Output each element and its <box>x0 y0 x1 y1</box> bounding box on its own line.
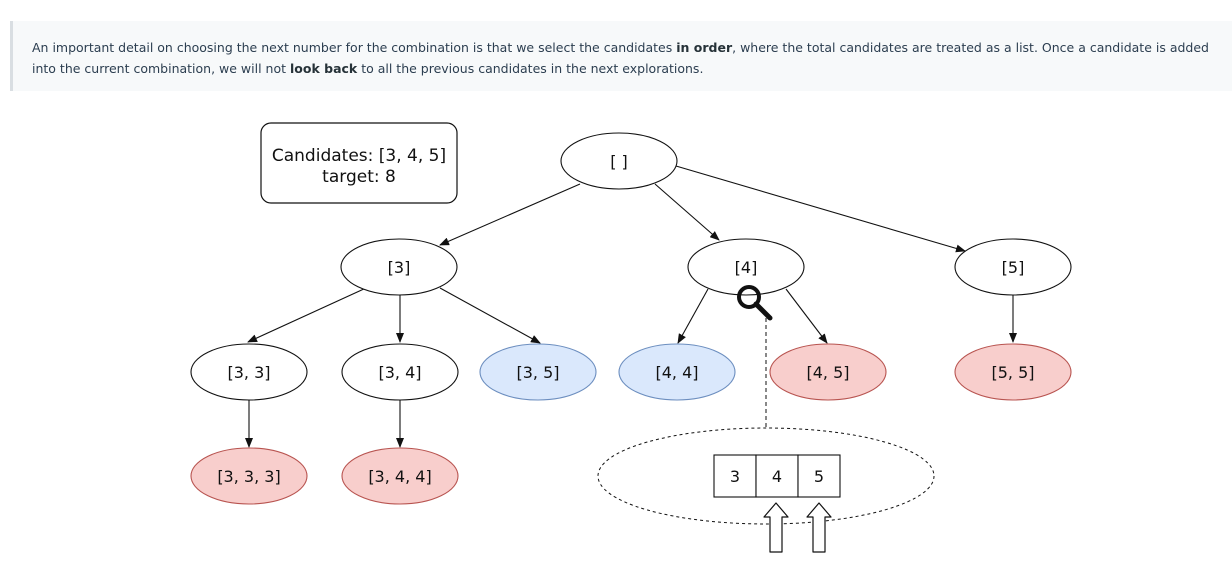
tree-node-3-3-3: [3, 3, 3] <box>190 447 308 505</box>
node-label: [3, 4, 4] <box>368 467 431 486</box>
tree-node-3: [3] <box>340 238 458 296</box>
node-label: [4, 5] <box>806 363 849 382</box>
edge-root-to-4 <box>654 183 720 241</box>
array-cell-value: 5 <box>814 467 824 486</box>
explanation-text-2: , where the total candidates are treated… <box>32 40 1209 76</box>
edge-4-to-44 <box>677 288 709 344</box>
candidate-list-array: 3 4 5 <box>713 454 841 498</box>
tree-node-3-5: [3, 5] <box>479 343 597 401</box>
array-cell-value: 4 <box>772 467 782 486</box>
magnifier-icon <box>737 285 773 321</box>
candidates-label: Candidates: [3, 4, 5] <box>272 146 446 166</box>
node-label: [3] <box>388 258 411 277</box>
node-label: [3, 3] <box>227 363 270 382</box>
edge-root-to-5 <box>675 165 966 253</box>
tree-node-3-4-4: [3, 4, 4] <box>341 447 459 505</box>
array-cell-value: 3 <box>730 467 740 486</box>
edge-4-to-45 <box>785 288 828 344</box>
node-label: [4] <box>735 258 758 277</box>
node-label: [3, 3, 3] <box>217 467 280 486</box>
tree-node-4-4: [4, 4] <box>618 343 736 401</box>
explanation-callout: An important detail on choosing the next… <box>10 21 1232 91</box>
explanation-text-3: to all the previous candidates in the ne… <box>357 61 704 76</box>
node-label: [4, 4] <box>655 363 698 382</box>
tree-edges <box>245 165 1017 448</box>
tree-node-5: [5] <box>954 238 1072 296</box>
array-cell <box>797 454 841 498</box>
node-label: [3, 4] <box>378 363 421 382</box>
zoom-ellipse <box>597 427 935 525</box>
up-arrow-icon <box>763 502 789 553</box>
tree-node-4-5: [4, 5] <box>769 343 887 401</box>
tree-node-root: [ ] <box>560 132 678 190</box>
candidates-info-box: Candidates: [3, 4, 5] target: 8 <box>260 122 458 204</box>
explanation-emphasis-look-back: look back <box>290 61 358 76</box>
up-arrow-icon <box>806 502 832 553</box>
node-label: [5, 5] <box>991 363 1034 382</box>
explanation-emphasis-in-order: in order <box>676 40 733 55</box>
target-label: target: 8 <box>322 167 396 187</box>
tree-node-4: [4] <box>687 238 805 296</box>
edge-3-to-35 <box>439 287 541 344</box>
node-label: [5] <box>1002 258 1025 277</box>
array-cell <box>755 454 799 498</box>
node-label: [ ] <box>610 152 628 171</box>
tree-node-3-3: [3, 3] <box>190 343 308 401</box>
edge-3-to-33 <box>247 287 367 343</box>
explanation-text-1: An important detail on choosing the next… <box>32 40 677 55</box>
tree-node-3-4: [3, 4] <box>341 343 459 401</box>
node-label: [3, 5] <box>516 363 559 382</box>
tree-node-5-5: [5, 5] <box>954 343 1072 401</box>
edge-root-to-3 <box>439 183 581 246</box>
